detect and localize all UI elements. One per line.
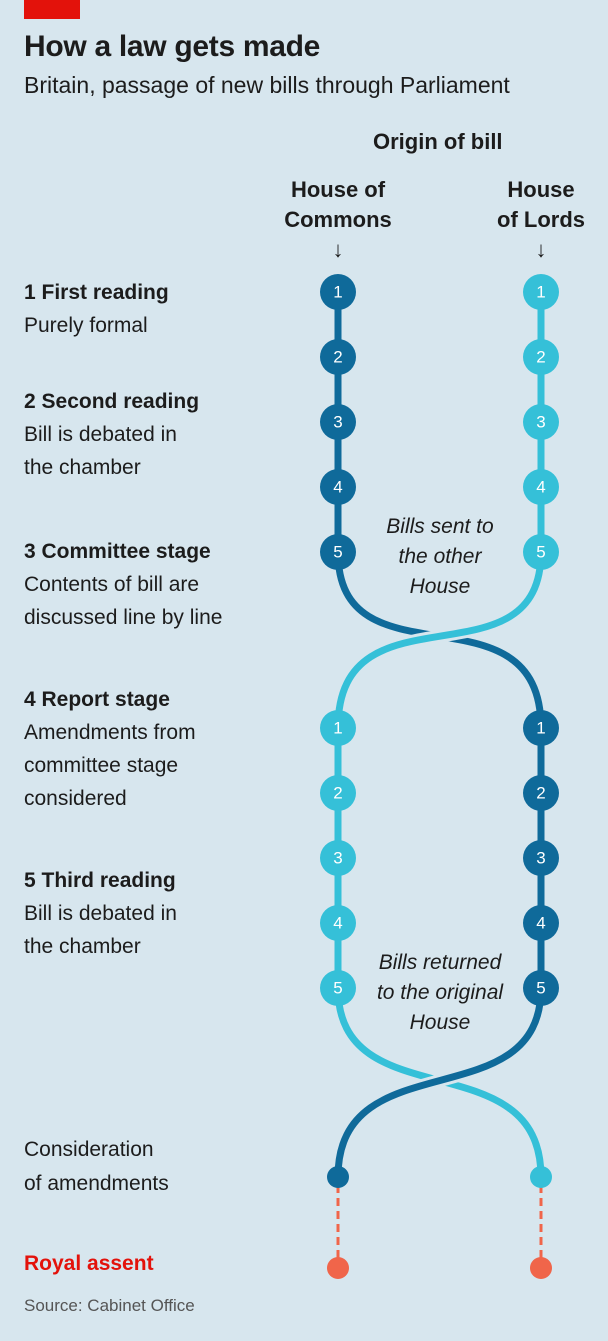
svg-text:1: 1 [333,719,342,738]
svg-text:4: 4 [333,478,342,497]
stage-description: Amendments from committee stage consider… [24,721,196,810]
stage-heading: 4 Report stage [24,688,170,711]
royal-assent-label: Royal assent [24,1252,154,1275]
note-bills-returned: Bills returned to the original House [376,951,504,1034]
stage-description: Bill is debated in the chamber [24,423,177,479]
stage-heading: 5 Third reading [24,869,176,892]
svg-text:2: 2 [536,348,545,367]
lords-bill-node-5: 5 [320,970,356,1006]
column-header-lords: House of Lords ↓ [466,175,608,265]
lords-bill-node-4: 4 [320,905,356,941]
svg-text:3: 3 [536,849,545,868]
svg-text:5: 5 [333,543,342,562]
commons-bill-node-2: 2 [523,775,559,811]
commons-label: House of Commons [284,177,392,232]
origin-label: Origin of bill [373,129,503,154]
commons-node-5: 5 [320,534,356,570]
svg-text:5: 5 [536,979,545,998]
commons-node-1: 1 [320,274,356,310]
column-header-commons: House of Commons ↓ [263,175,413,265]
commons-node-3: 3 [320,404,356,440]
lords-consideration-dot [530,1166,552,1188]
lords-label: House of Lords [497,177,585,232]
svg-text:4: 4 [536,914,545,933]
lords-node-5: 5 [523,534,559,570]
commons-bill-node-5: 5 [523,970,559,1006]
svg-text:3: 3 [333,849,342,868]
svg-text:5: 5 [536,543,545,562]
svg-text:5: 5 [333,979,342,998]
down-arrow-icon: ↓ [535,237,547,262]
svg-text:4: 4 [333,914,342,933]
lords-node-1: 1 [523,274,559,310]
lords-bill-node-3: 3 [320,840,356,876]
chart-title: How a law gets made [24,30,321,63]
lords-bill-node-1: 1 [320,710,356,746]
royal-assent-dot-right [530,1257,552,1279]
lords-bill-node-2: 2 [320,775,356,811]
stage-heading: 1 First reading [24,281,169,304]
commons-consideration-dot [327,1166,349,1188]
lords-node-2: 2 [523,339,559,375]
svg-text:2: 2 [536,784,545,803]
svg-text:1: 1 [333,283,342,302]
commons-bill-node-3: 3 [523,840,559,876]
note-bills-sent: Bills sent to the other House [386,515,494,598]
stage-report: 4 Report stage Amendments from committee… [24,683,196,815]
svg-text:3: 3 [333,413,342,432]
stage-heading: 2 Second reading [24,390,200,413]
royal-assent-dot-left [327,1257,349,1279]
svg-text:1: 1 [536,719,545,738]
stage-committee: 3 Committee stage Contents of bill are d… [24,535,222,634]
svg-text:3: 3 [536,413,545,432]
brand-red-bar [24,0,80,19]
stage-description: Bill is debated in the chamber [24,902,177,958]
stage-third-reading: 5 Third reading Bill is debated in the c… [24,864,177,963]
stage-second-reading: 2 Second reading Bill is debated in the … [24,385,199,484]
down-arrow-icon: ↓ [332,237,344,262]
svg-text:2: 2 [333,784,342,803]
stage-description: Contents of bill are discussed line by l… [24,573,223,629]
consideration-label: Consideration of amendments [24,1138,169,1195]
source-note: Source: Cabinet Office [24,1296,195,1315]
svg-text:1: 1 [536,283,545,302]
svg-text:2: 2 [333,348,342,367]
commons-node-4: 4 [320,469,356,505]
commons-bill-node-1: 1 [523,710,559,746]
svg-text:4: 4 [536,478,545,497]
chart-subtitle: Britain, passage of new bills through Pa… [24,72,510,98]
commons-node-2: 2 [320,339,356,375]
stage-first-reading: 1 First reading Purely formal [24,276,169,342]
commons-return-crossover [334,987,545,1178]
stage-heading: 3 Committee stage [24,540,211,563]
commons-bill-node-4: 4 [523,905,559,941]
lords-node-3: 3 [523,404,559,440]
stage-description: Purely formal [24,314,148,337]
lords-crossover-upper [334,551,545,729]
lords-node-4: 4 [523,469,559,505]
